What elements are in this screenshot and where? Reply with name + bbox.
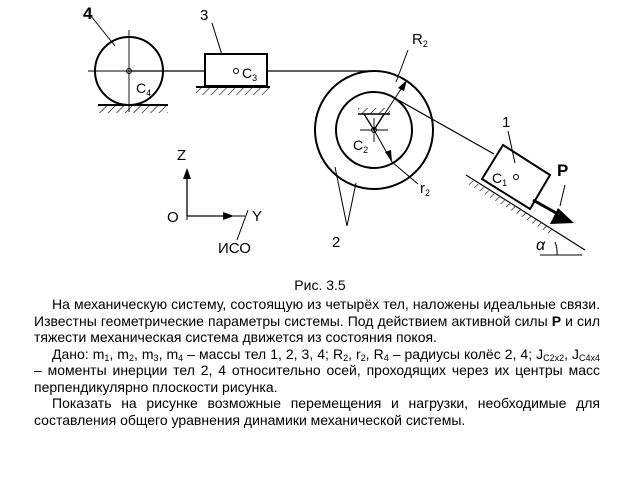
angle-label: α [536, 237, 546, 254]
coordinate-frame: Z Y O ИСО [167, 147, 262, 257]
radius-R-label: R2 [412, 31, 428, 49]
body-1-center-label: C1 [492, 170, 507, 188]
paragraph-3: Показать на рисунке возможные перемещени… [34, 395, 600, 428]
body-2-pulley: R2 r2 C2 2 [314, 31, 434, 251]
frame-label: ИСО [218, 240, 251, 257]
figure-caption: Рис. 3.5 [294, 277, 346, 293]
body-1-number: 1 [502, 114, 510, 131]
body-3-center-label: C3 [242, 65, 257, 83]
paragraph-2: Дано: m1, m2, m3, m4 – массы тел 1, 2, 3… [34, 345, 601, 395]
body-3-number: 3 [200, 7, 208, 24]
body-1-block: 1 C1 [480, 114, 552, 211]
body-3-block: 3 C3 [196, 7, 270, 95]
force-P-arrow: P [532, 161, 574, 224]
origin-label: O [167, 209, 179, 226]
body-4-center-label: C4 [136, 80, 151, 98]
body-4-number: 4 [83, 4, 93, 23]
axis-z-label: Z [177, 147, 186, 164]
body-2-number: 2 [332, 234, 340, 251]
radius-r-label: r2 [420, 180, 430, 198]
incline: α [465, 174, 586, 256]
problem-text: На механическую систему, состоящую из че… [34, 296, 600, 428]
body-4-wheel: 4 C4 [83, 4, 170, 113]
axis-y-label: Y [252, 208, 262, 225]
paragraph-1: На механическую систему, состоящую из че… [34, 296, 600, 345]
body-2-center-label: C2 [353, 137, 368, 155]
rope-2-1 [392, 96, 495, 155]
force-P-label: P [557, 161, 568, 180]
mechanism-figure: 4 C4 3 C3 R2 r2 C2 [83, 4, 586, 257]
